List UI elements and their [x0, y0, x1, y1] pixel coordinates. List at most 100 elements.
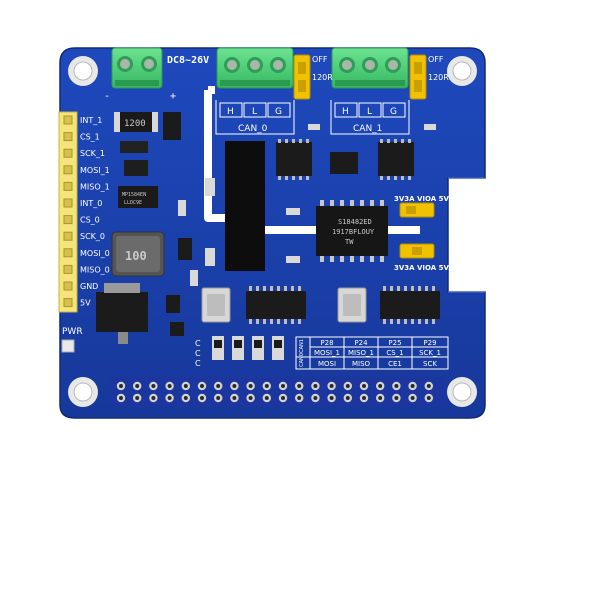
gpio-pin-hole — [297, 384, 302, 388]
isolated-dcdc-module — [225, 141, 265, 271]
power-inductor: 100 — [111, 231, 165, 277]
pin-table-cell: CS_1 — [386, 349, 403, 357]
gpio-pin-hole — [232, 384, 237, 388]
header-pin — [63, 281, 73, 291]
can1-termination-jumper — [409, 54, 427, 100]
power-terminal-block — [111, 47, 163, 89]
header-pin — [63, 132, 73, 142]
gpio-pin-hole — [426, 396, 431, 400]
power-led-label: PWR — [62, 327, 83, 337]
gpio-pin-hole — [394, 384, 399, 388]
gpio-pin-hole — [200, 384, 204, 388]
header-pin — [63, 165, 73, 175]
header-pin-label: INT_0 — [80, 199, 102, 208]
crystal-oscillator-0 — [201, 287, 231, 323]
can0-label: CAN_0 — [238, 124, 268, 134]
gpio-pin-hole — [216, 396, 221, 400]
c-mark: C — [195, 359, 201, 368]
gpio-header-40pin — [110, 377, 446, 407]
smd-part — [170, 322, 184, 336]
header-pin — [63, 231, 73, 241]
gpio-pin-hole — [281, 396, 285, 400]
header-pin — [63, 248, 73, 258]
gpio-pin-hole — [362, 384, 366, 388]
can0-pin-labels: H L G CAN_0 — [215, 100, 295, 135]
mounting-hole-tl — [68, 56, 98, 86]
gpio-pin-hole — [410, 396, 415, 400]
header-pin-label: CS_1 — [80, 133, 100, 142]
gpio-pin-hole — [362, 396, 366, 400]
c-mark: C — [195, 349, 201, 358]
header-pin-label: GND — [80, 282, 98, 291]
gpio-pin-hole — [264, 384, 269, 388]
pin-table-cell: MISO — [352, 360, 371, 368]
buck-regulator-chip: MP1584EN LLDC9E — [118, 186, 158, 208]
can1-pin-h: H — [342, 107, 349, 117]
gpio-pin-hole — [313, 396, 318, 400]
c-mark: C — [195, 339, 201, 348]
can1-terminal-block — [331, 47, 409, 89]
gpio-pin-hole — [345, 396, 350, 400]
smd-part — [120, 141, 148, 153]
gpio-pin-hole — [200, 396, 204, 400]
voltage-select-jumper-top — [399, 202, 435, 218]
smd-part — [178, 238, 192, 260]
can0-pin-h: H — [227, 107, 234, 117]
can1-label: CAN_1 — [353, 124, 382, 134]
voltage-select-label-bottom: 3V3A VIOA 5VA — [394, 264, 454, 272]
diode-part — [124, 160, 148, 176]
header-pin — [63, 181, 73, 191]
buck-chip-line2: LLDC9E — [124, 200, 142, 206]
voltage-select-jumper-bottom — [399, 243, 435, 259]
power-minus-label: - — [104, 91, 110, 102]
gpio-pin-hole — [151, 396, 156, 400]
gpio-pin-hole — [378, 384, 383, 388]
mounting-holes — [68, 56, 477, 407]
isolator-line3: TW — [345, 238, 354, 246]
can0-pin-g: G — [275, 107, 282, 117]
can0-termination-jumper — [293, 54, 311, 100]
pin-table-cell: MOSI — [318, 360, 336, 368]
can1-pin-l: L — [367, 107, 372, 117]
crystal-oscillator-1 — [337, 287, 367, 323]
gpio-pin-hole — [281, 384, 285, 388]
spi-pin-labels: INT_1CS_1SCK_1MOSI_1MISO_1INT_0CS_0SCK_0… — [80, 116, 110, 308]
can-controller-chip-0 — [246, 286, 306, 324]
mounting-hole-br — [447, 377, 477, 407]
gpio-pin-hole — [394, 396, 399, 400]
gpio-pin-hole — [232, 396, 237, 400]
pin-table-cell: MISO_1 — [348, 349, 374, 357]
pin-table-cell: SCK_1 — [419, 349, 441, 357]
inductor-marking: 100 — [125, 249, 147, 263]
header-pin — [63, 115, 73, 125]
gpio-pin-hole — [216, 384, 221, 388]
can0-terminal-block — [216, 47, 294, 89]
gpio-pin-hole — [297, 396, 302, 400]
gpio-pin-hole — [151, 384, 156, 388]
header-pin-label: SCK_0 — [80, 232, 105, 241]
power-led — [61, 339, 75, 353]
can-transceiver-chip-1 — [378, 139, 414, 180]
header-pin-label: MOSI_1 — [80, 166, 110, 175]
header-pin-label: INT_1 — [80, 116, 102, 125]
header-pin-label: 5V — [80, 299, 91, 308]
header-pin-label: MISO_1 — [80, 182, 110, 191]
gpio-pin-hole — [248, 384, 253, 388]
smd-part — [166, 295, 180, 313]
pin-table-cell: MOSI_1 — [314, 349, 340, 357]
can-controller-chip-1 — [380, 286, 440, 324]
header-pin — [63, 215, 73, 225]
gpio-pin-hole — [119, 396, 123, 400]
can1-pin-g: G — [390, 107, 397, 117]
buck-chip-line1: MP1584EN — [122, 192, 146, 198]
gpio-pin-hole — [410, 384, 415, 388]
pin-table-header: P25 — [388, 339, 401, 347]
gpio-pin-hole — [329, 384, 334, 388]
header-pin-label: MOSI_0 — [80, 249, 110, 258]
passive-components — [214, 340, 282, 348]
power-input-label: DC8~26V — [167, 55, 209, 66]
gpio-pin-hole — [345, 384, 350, 388]
smd-part — [330, 152, 358, 174]
mounting-hole-bl — [68, 377, 98, 407]
